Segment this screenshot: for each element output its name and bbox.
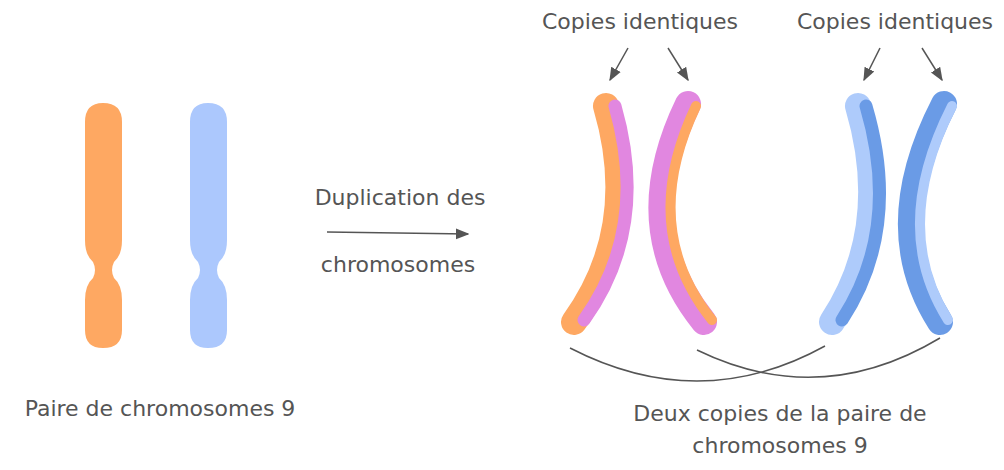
arrow-label: Duplication des [315, 182, 486, 214]
leader-label: Copies identiques [797, 6, 993, 38]
pairing-brackets [570, 338, 940, 381]
duplicated-blue-chromosome [832, 104, 952, 322]
leader-label: Copies identiques [542, 6, 738, 38]
leader-arrows [610, 48, 942, 80]
arrow-label: chromosomes [321, 249, 475, 281]
blue-chromosome [190, 103, 227, 348]
chromosome-label: Paire de chromosomes 9 [25, 393, 296, 425]
duplication-arrow [327, 232, 468, 234]
duplicated-orange-chromosome [574, 104, 712, 322]
orange-chromosome [85, 103, 122, 348]
pair-label: Deux copies de la paire de chromosomes 9 [630, 398, 930, 462]
